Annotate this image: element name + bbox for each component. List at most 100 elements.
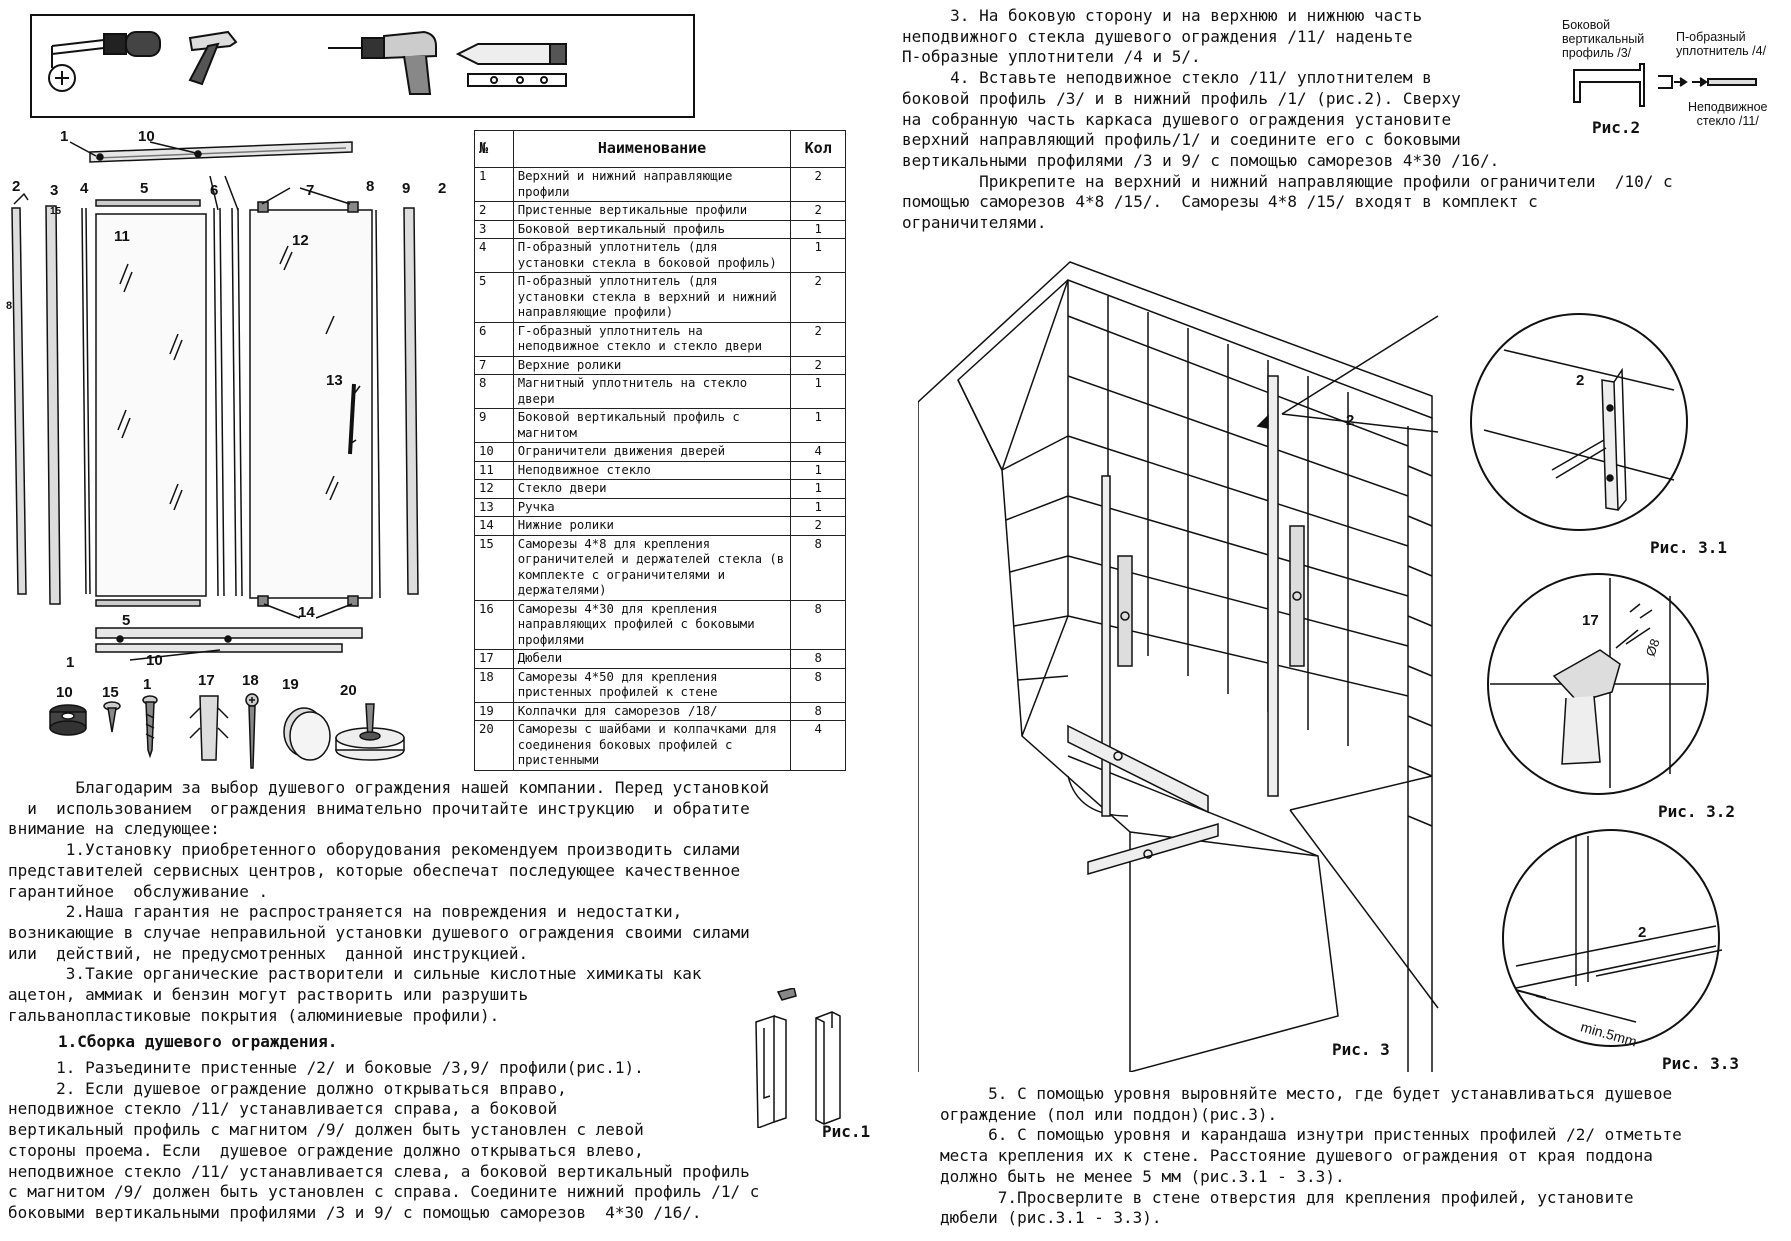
row-name: Верхний и нижний направляющие профили (512, 167, 792, 202)
row-name: Нижние ролики (512, 516, 792, 536)
label-8: 8 (366, 178, 375, 195)
label-2-right: 2 (438, 180, 447, 197)
row-qty: 4 (790, 720, 846, 771)
detail-3-3-drawing (1502, 829, 1723, 1047)
row-number: 5 (474, 272, 514, 323)
row-qty: 8 (790, 667, 846, 703)
row-number: 19 (474, 701, 514, 721)
hw-label-18: 18 (242, 672, 259, 689)
row-number: 16 (474, 599, 514, 650)
row-name: Колпачки для саморезов /18/ (512, 701, 792, 721)
pencil-level-icon (455, 43, 567, 87)
label-9: 9 (402, 180, 411, 197)
row-name: Саморезы с шайбами и колпачками для соед… (512, 720, 792, 771)
row-qty: 4 (790, 442, 846, 462)
row-number: 14 (474, 516, 514, 536)
text-line: стороны проема. Если душевое ограждение … (8, 1140, 644, 1160)
row-number: 17 (474, 649, 514, 669)
text-line: или действий, не предусмотренных данной … (8, 943, 529, 963)
label-10-bottom: 10 (146, 652, 163, 669)
figure-1-caption: Рис.1 (822, 1122, 871, 1141)
detail-31-label-2: 2 (1576, 372, 1585, 389)
row-qty: 2 (790, 516, 846, 536)
row-qty: 2 (790, 167, 846, 202)
text-line: неподвижного стекла душевого ограждения … (902, 26, 1413, 46)
row-name: Ручка (512, 497, 792, 517)
screw-washer-icon (335, 703, 405, 761)
row-name: Боковой вертикальный профиль с магнитом (512, 408, 792, 443)
text-line: 1. Разъедините пристенные /2/ и боковые … (8, 1058, 644, 1077)
col-header-name: Наименование (512, 130, 792, 168)
text-line: на собранную часть каркаса душевого огра… (902, 109, 1452, 129)
detail-33-label-2: 2 (1638, 924, 1647, 941)
row-name: Верхние ролики (512, 355, 792, 375)
row-number: 7 (474, 355, 514, 375)
tools-illustration (48, 30, 567, 95)
row-name: Саморезы 4*8 для крепления ограничителей… (512, 534, 792, 601)
text-line: Прикрепите на верхний и нижний направляю… (902, 171, 1673, 191)
label-12: 12 (292, 232, 309, 249)
row-qty: 8 (790, 649, 846, 669)
row-number: 18 (474, 667, 514, 703)
row-number: 6 (474, 321, 514, 357)
figure-31-caption: Рис. 3.1 (1650, 538, 1728, 557)
label-6: 6 (210, 182, 219, 199)
figure-32-caption: Рис. 3.2 (1658, 802, 1736, 821)
text-line: П-образные уплотнители /4 и 5/. (902, 47, 1201, 67)
row-qty: 1 (790, 238, 846, 273)
text-line: 5. С помощью уровня выровняйте место, гд… (940, 1084, 1673, 1103)
label-11: 11 (114, 228, 130, 245)
text-line: боковыми вертикальными профилями /3 и 9/… (8, 1202, 702, 1222)
row-qty: 1 (790, 460, 846, 480)
row-qty: 2 (790, 201, 846, 221)
text-line: 3.Такие органические растворители и силь… (8, 964, 702, 984)
label-1-top: 1 (60, 128, 69, 145)
row-qty: 1 (790, 479, 846, 499)
row-qty: 8 (790, 701, 846, 721)
hw-label-10: 10 (56, 684, 73, 701)
fig3-label-2: 2 (1346, 412, 1355, 429)
fig2-seal-label: П-образный уплотнитель /4/ (1676, 30, 1767, 58)
label-2-left: 2 (12, 178, 21, 195)
hw-label-1: 1 (143, 676, 152, 693)
text-line: неподвижное стекло /11/ устанавливается … (8, 1161, 750, 1181)
row-name: Саморезы 4*30 для крепления направляющих… (512, 599, 792, 650)
text-line: 3. На боковую сторону и на верхнюю и ниж… (902, 6, 1423, 25)
text-line: верхний направляющий профиль/1/ и соедин… (902, 130, 1461, 150)
limiter-icon (49, 704, 87, 736)
figure-3-caption: Рис. 3 (1332, 1040, 1390, 1059)
row-name: Стекло двери (512, 479, 792, 499)
text-line: 1.Установку приобретенного оборудования … (8, 840, 741, 860)
label-1-bottom: 1 (66, 654, 75, 671)
col-header-qty: Кол (790, 130, 846, 168)
text-line: 6. С помощью уровня и карандаша изнутри … (940, 1125, 1682, 1145)
label-3: 3 (50, 182, 59, 199)
row-number: 15 (474, 534, 514, 601)
row-name: Г-образный уплотнитель на неподвижное ст… (512, 321, 792, 357)
row-number: 3 (474, 219, 514, 239)
col-header-number: № (474, 130, 514, 168)
steps-3-4-text: 3. На боковую сторону и на верхнюю и ниж… (902, 6, 1673, 234)
hammer-icon (188, 30, 238, 86)
text-line: гальванопластиковые покрытия (алюминиевы… (8, 1005, 500, 1025)
text-line: боковой профиль /3/ и в нижний профиль /… (902, 88, 1461, 108)
label-5-top: 5 (140, 180, 149, 197)
steps-left-text: 1. Разъедините пристенные /2/ и боковые … (8, 1058, 759, 1224)
row-name: Саморезы 4*50 для крепления пристенных п… (512, 667, 792, 703)
text-line: возникающие в случае неправильной устано… (8, 922, 750, 942)
row-qty: 8 (790, 599, 846, 650)
hardware-diagram (49, 693, 405, 769)
row-name: Неподвижное стекло (512, 460, 792, 480)
